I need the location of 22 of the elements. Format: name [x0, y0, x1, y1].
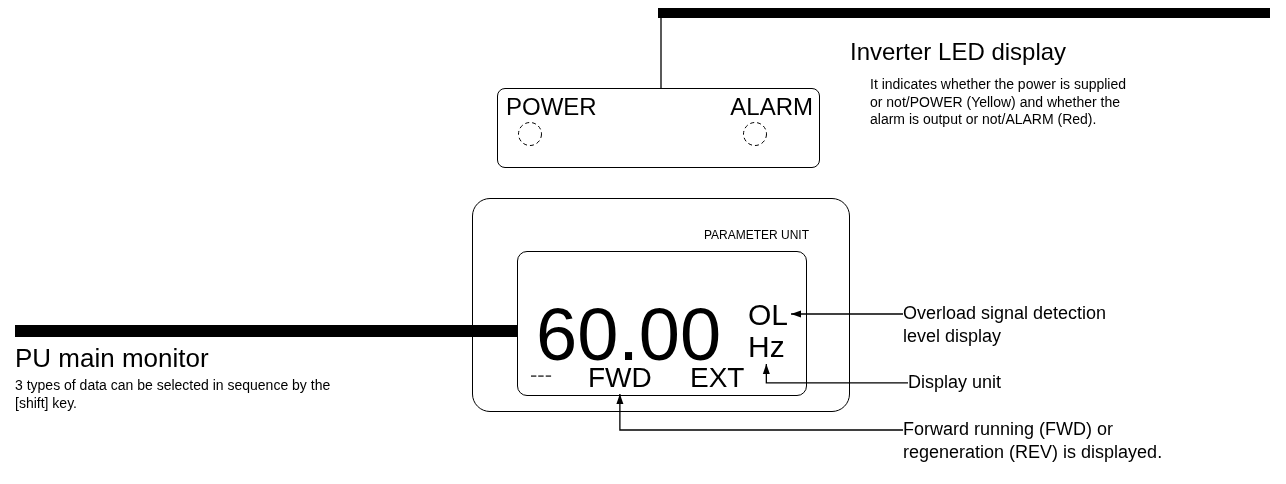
lamp-label: ALARM	[730, 95, 813, 119]
unit-caption: PARAMETER UNIT	[703, 229, 809, 241]
status-indicator: EXT	[690, 364, 745, 392]
callout-description: It indicates whether the power is supplied or not/POWER (Yellow) and whether the alarm is output or not/ALARM (Red).	[870, 76, 1128, 129]
callout-text: Overload signal detection level display	[903, 302, 1143, 349]
callout-heading: PU main monitor	[15, 345, 209, 371]
leader-line	[345, 325, 517, 337]
callout-heading: Inverter LED display	[850, 40, 1067, 64]
callout-text: Forward running (FWD) or regeneration (REV) is displayed.	[903, 418, 1203, 465]
display-indicator: Hz	[748, 332, 785, 362]
parameter-unit-panel	[472, 198, 850, 412]
display-indicator: OL	[748, 300, 789, 330]
led-panel	[497, 88, 820, 168]
callout-heading-rule	[658, 8, 1270, 128]
lcd-screen	[517, 251, 807, 396]
status-indicator: ---	[530, 364, 552, 386]
leader-arrow	[616, 393, 904, 431]
leader-arrow	[790, 310, 904, 318]
leader-arrow	[762, 363, 909, 384]
callout-description: 3 types of data can be selected in sequence by the [shift] key.	[15, 377, 332, 412]
callout-text: Display unit	[908, 372, 1002, 394]
lamp-label: POWER	[506, 95, 597, 119]
